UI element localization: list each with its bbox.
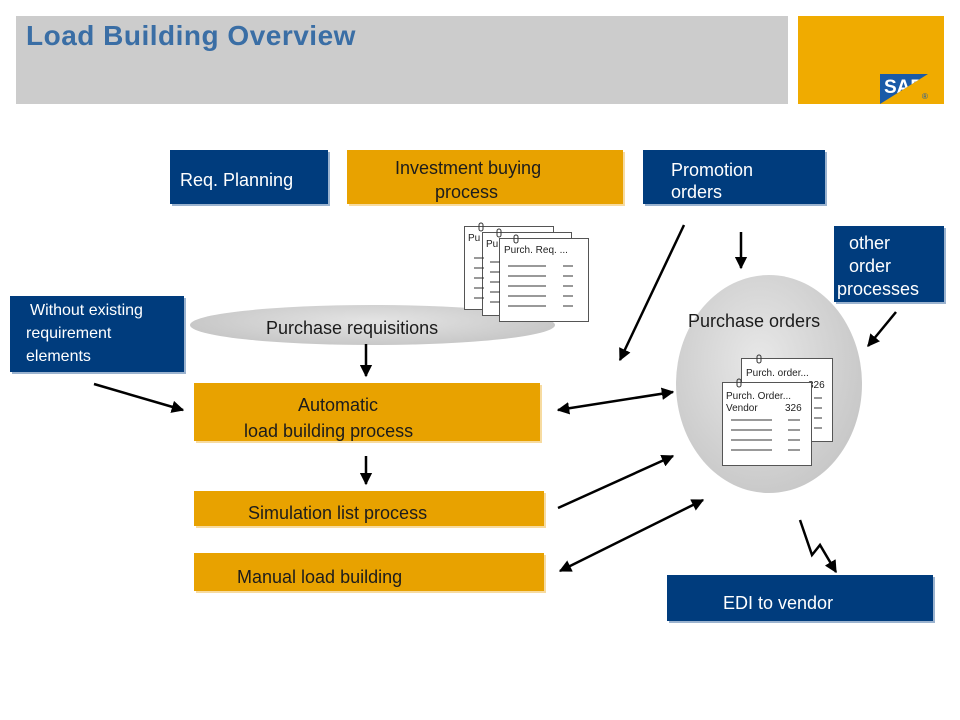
- arrow-other-to-po: [867, 311, 897, 347]
- automatic-label-line2: load building process: [244, 421, 414, 441]
- po-document-front: Purch. Order... Vendor 326: [722, 382, 812, 466]
- promotion-label-line1: Promotion: [671, 160, 754, 180]
- without-label-line1: Without existing: [30, 302, 143, 319]
- promotion-label-line2: orders: [671, 182, 723, 202]
- req-planning-box: Req. Planning: [170, 150, 328, 204]
- logo-bar: [798, 16, 944, 104]
- promotion-orders-box: Promotion orders: [643, 150, 825, 204]
- req-document-back-1-title: Pu: [486, 239, 499, 250]
- req-document-front: Purch. Req. ...: [499, 238, 589, 322]
- edi-lightning-arrow: [798, 519, 838, 574]
- other-label-line2: order: [849, 256, 892, 276]
- other-label-line3: processes: [837, 279, 920, 299]
- purchase-orders-label: Purchase orders: [688, 311, 821, 331]
- registered-mark: ®: [922, 92, 928, 101]
- investment-buying-box: Investment buying process: [347, 150, 623, 204]
- req-document-front-title: Purch. Req. ...: [504, 245, 568, 256]
- arrow-manual-po-bidirectional: [558, 498, 705, 573]
- automatic-load-building-box: Automatic load building process: [194, 383, 540, 441]
- simulation-label: Simulation list process: [248, 503, 428, 523]
- other-label-line1: other: [849, 233, 891, 253]
- po-document-back-vendor: 326: [808, 380, 825, 391]
- po-document-back-title: Purch. order...: [746, 368, 809, 379]
- edi-to-vendor-box: EDI to vendor: [667, 575, 933, 621]
- investment-label-line1: Investment buying: [395, 158, 542, 178]
- arrow-simulation-to-po: [557, 454, 675, 510]
- without-existing-requirements-box: Without existing requirement elements: [10, 296, 184, 372]
- arrow-automatic-po-bidirectional: [556, 387, 675, 415]
- manual-label: Manual load building: [237, 567, 403, 587]
- without-label-line3: elements: [26, 348, 91, 365]
- other-order-processes-box: other order processes: [834, 226, 944, 302]
- po-document-front-vendor-label: Vendor: [726, 403, 758, 414]
- simulation-list-box: Simulation list process: [194, 491, 544, 526]
- po-document-front-title: Purch. Order...: [726, 391, 792, 402]
- req-planning-label: Req. Planning: [180, 170, 294, 190]
- arrow-without-to-automatic: [93, 382, 185, 413]
- automatic-label-line1: Automatic: [298, 395, 379, 415]
- edi-label: EDI to vendor: [723, 593, 834, 613]
- po-document-front-vendor-value: 326: [785, 403, 802, 414]
- page-title: Load Building Overview: [26, 20, 356, 51]
- without-label-line2: requirement: [26, 325, 112, 342]
- manual-load-building-box: Manual load building: [194, 553, 544, 591]
- title-bar: [16, 16, 788, 104]
- investment-label-line2: process: [435, 182, 499, 202]
- req-document-back-2-title: Pu: [468, 233, 481, 244]
- arrow-promotion-to-po: [618, 224, 686, 362]
- purchase-requisitions-label: Purchase requisitions: [266, 318, 439, 338]
